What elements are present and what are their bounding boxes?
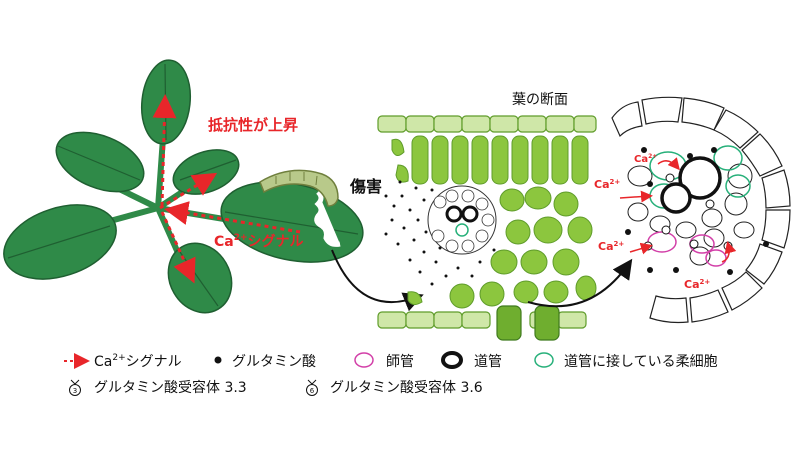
ca-label-4: Ca2+ <box>684 278 710 291</box>
svg-text:3: 3 <box>73 387 77 395</box>
zoom-arrow-1 <box>332 250 420 302</box>
plant <box>0 58 370 324</box>
vascular-bundle <box>428 186 496 254</box>
ca-label-1: Ca2+ <box>634 153 657 165</box>
phloem-ring-icon <box>355 353 373 367</box>
legend-xylem: 道管 <box>443 353 502 370</box>
resistance-label: 抵抗性が上昇 <box>208 116 298 134</box>
ca-label-3: Ca2+ <box>598 240 624 253</box>
legend-ca-signal: Ca2+シグナル <box>64 353 182 370</box>
parenchyma-ring-icon <box>535 353 553 367</box>
palisade-cells <box>412 136 588 184</box>
svg-text:グルタミン酸受容体 3.6: グルタミン酸受容体 3.6 <box>330 379 483 396</box>
magnified-vein: Ca2+ Ca2+ Ca2+ Ca2+ <box>594 97 790 322</box>
legend-phloem: 師管 <box>355 353 414 370</box>
svg-text:師管: 師管 <box>386 354 414 370</box>
wound-label: 傷害 <box>349 177 382 196</box>
legend-glutamate: グルタミン酸 <box>215 354 317 370</box>
svg-text:グルタミン酸受容体 3.3: グルタミン酸受容体 3.3 <box>94 379 247 396</box>
svg-text:Ca2+シグナル: Ca2+シグナル <box>94 353 182 370</box>
upper-epidermis <box>378 116 596 132</box>
leaf-lower-left <box>0 192 126 293</box>
plant-leaves <box>0 58 370 324</box>
glutamate-dot-icon <box>215 357 222 364</box>
leaf-upper-left <box>48 121 153 204</box>
legend: Ca2+シグナル グルタミン酸 師管 道管 道管に接している柔細胞 3 グル <box>64 353 718 396</box>
xylem-ring-icon <box>443 353 461 367</box>
ca-signal-label: Ca2+シグナル <box>214 233 304 250</box>
leaf-right-damaged <box>214 170 371 274</box>
receptor-36-icon: 6 <box>307 380 318 396</box>
leaf-section-label: 葉の断面 <box>512 92 568 108</box>
legend-receptor-33: 3 グルタミン酸受容体 3.3 <box>70 379 247 396</box>
receptor-33-icon: 3 <box>70 380 81 396</box>
leaf-cross-section: 葉の断面 <box>378 92 596 340</box>
ca-label-2: Ca2+ <box>594 178 620 191</box>
svg-text:グルタミン酸: グルタミン酸 <box>232 354 316 370</box>
legend-xylem-parenchyma: 道管に接している柔細胞 <box>535 353 718 370</box>
svg-text:道管に接している柔細胞: 道管に接している柔細胞 <box>564 353 718 370</box>
svg-text:6: 6 <box>310 387 315 395</box>
legend-receptor-36: 6 グルタミン酸受容体 3.6 <box>307 379 483 396</box>
guard-cells <box>497 306 559 340</box>
svg-text:道管: 道管 <box>474 354 502 370</box>
